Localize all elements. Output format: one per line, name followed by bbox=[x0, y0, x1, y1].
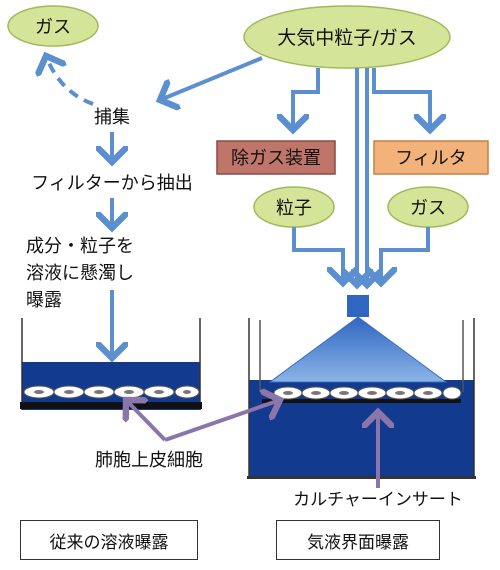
arrow-source-to-degasser bbox=[293, 68, 320, 130]
gas-escape-label: ガス bbox=[35, 17, 71, 38]
degasser-label: 除ガス装置 bbox=[231, 148, 321, 169]
suspend-label-1: 成分・粒子を bbox=[26, 236, 134, 257]
filter-label: フィルタ bbox=[395, 148, 467, 169]
ali-cell-layer bbox=[273, 386, 462, 400]
arrow-gas-to-nozzle bbox=[381, 227, 430, 283]
arrow-label-to-conventional-cells bbox=[126, 400, 167, 442]
gas-node: ガス bbox=[387, 186, 469, 228]
conventional-well-bottom bbox=[20, 402, 202, 409]
gas-escape-ellipse bbox=[7, 5, 99, 47]
suspend-label-3: 曝露 bbox=[26, 290, 62, 311]
suspend-label-2: 溶液に懸濁し bbox=[26, 263, 134, 284]
source-label: 大気中粒子/ガス bbox=[277, 27, 416, 49]
insert-membrane bbox=[262, 399, 461, 403]
arrow-source-to-capture bbox=[160, 56, 263, 100]
conventional-panel-title-text: 従来の溶液曝露 bbox=[49, 532, 169, 553]
degasser-device: 除ガス装置 bbox=[216, 140, 336, 175]
particles-node: 粒子 bbox=[253, 186, 335, 228]
source-ellipse bbox=[243, 5, 451, 69]
source-node: 大気中粒子/ガス bbox=[243, 5, 451, 69]
ali-panel-title-text: 気液界面曝露 bbox=[307, 532, 409, 553]
arrow-label-to-ali-cells bbox=[164, 400, 280, 442]
gas-escape-node: ガス bbox=[7, 5, 99, 47]
culture-insert-label: カルチャーインサート bbox=[293, 490, 463, 510]
gas-label: ガス bbox=[410, 198, 446, 219]
particles-label: 粒子 bbox=[276, 198, 312, 219]
extract-label: フィルターから抽出 bbox=[31, 173, 193, 194]
alveolar-cells-label: 肺胞上皮細胞 bbox=[95, 450, 203, 471]
filter-device: フィルタ bbox=[373, 140, 489, 175]
ali-panel-title: 気液界面曝露 bbox=[276, 520, 440, 560]
arrow-particles-to-nozzle bbox=[292, 227, 343, 283]
conventional-panel-title: 従来の溶液曝露 bbox=[20, 520, 198, 560]
conventional-well bbox=[20, 318, 202, 410]
nozzle-stem bbox=[347, 295, 369, 317]
arrow-capture-to-gas bbox=[46, 56, 94, 106]
capture-label: 捕集 bbox=[94, 107, 130, 128]
ali-well bbox=[247, 295, 476, 479]
conventional-cell-layer bbox=[23, 385, 200, 399]
arrow-source-to-filter bbox=[372, 68, 430, 130]
nozzle-cone bbox=[268, 316, 448, 383]
